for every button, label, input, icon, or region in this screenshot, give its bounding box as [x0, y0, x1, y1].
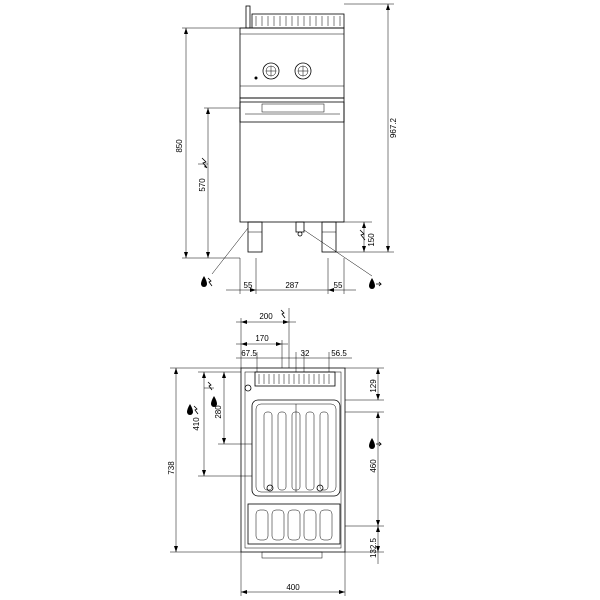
dim-bottom-front: 55 287 55: [226, 258, 356, 294]
front-cabinet: [239, 97, 345, 223]
dim-right-56-5-label: 56.5: [331, 349, 347, 358]
dim-depth-280-label: 280: [214, 405, 223, 419]
water-drain-icon: [369, 438, 382, 449]
top-heating-elements: [263, 404, 329, 492]
front-leg-right: [321, 221, 337, 253]
dim-total-height-label: 967.2: [389, 117, 398, 138]
top-knob-slots: [255, 509, 333, 541]
water-drain-icon: [211, 396, 217, 407]
dim-total-depth: 738: [167, 367, 241, 553]
electric-supply-icon: [359, 229, 366, 241]
dim-supply-offset-label: 200: [259, 312, 273, 321]
dim-depth-129: 129: [345, 367, 384, 401]
top-front-panel: [247, 503, 341, 545]
front-leg-left: [247, 221, 263, 253]
dim-gap-32-label: 32: [301, 349, 310, 358]
top-basin: [251, 399, 341, 497]
dim-drain-height: 570: [198, 107, 240, 258]
dim-leg-spacing-label: 287: [285, 281, 299, 290]
dim-left-leg-offset-label: 55: [244, 281, 253, 290]
knob-right: [294, 62, 312, 80]
dim-depth-460: 460: [345, 411, 384, 527]
dim-depth-410-label: 410: [192, 417, 201, 431]
top-view: 200 170 67.5 32 56.5: [167, 308, 384, 596]
electric-supply-icon: [198, 157, 208, 169]
dim-width-label: 400: [286, 583, 300, 592]
dim-inner-170-label: 170: [255, 334, 269, 343]
front-pipe: [245, 5, 251, 29]
dim-right-leg-offset-label: 55: [334, 281, 343, 290]
knob-left: [262, 62, 280, 80]
top-back-vent: [254, 371, 336, 387]
dim-depth-129-label: 129: [369, 379, 378, 393]
front-control-panel: [239, 27, 345, 99]
water-drain-icon: [369, 278, 382, 289]
dim-depth-132-5: 132.5: [345, 526, 384, 564]
top-outer-frame: [240, 367, 346, 553]
electric-supply-icon: [204, 381, 214, 391]
dim-total-depth-label: 738: [167, 461, 176, 475]
top-pipe: [244, 384, 252, 392]
dim-inner-170: 170: [236, 334, 288, 368]
dim-drain-height-label: 570: [198, 178, 207, 192]
front-drain-valve: [295, 221, 305, 233]
dim-width: 400: [240, 552, 346, 596]
dim-depth-460-label: 460: [369, 459, 378, 473]
dim-top-row: 67.5 32 56.5: [236, 349, 352, 372]
dim-leg-height: 150: [336, 221, 376, 252]
water-drain-icon: [201, 276, 213, 287]
dim-body-height: 850: [175, 27, 252, 259]
dim-body-height-label: 850: [175, 139, 184, 153]
dim-depth-280: 280: [214, 372, 252, 445]
dim-total-height: 967.2: [336, 3, 398, 253]
dim-depth-132-5-label: 132.5: [369, 537, 378, 558]
dim-left-67-5-label: 67.5: [241, 349, 257, 358]
dim-depth-410: 410: [192, 371, 252, 477]
dim-leg-height-label: 150: [367, 233, 376, 247]
water-drain-icon: [187, 404, 199, 415]
front-view: 967.2 850 570: [175, 3, 398, 294]
